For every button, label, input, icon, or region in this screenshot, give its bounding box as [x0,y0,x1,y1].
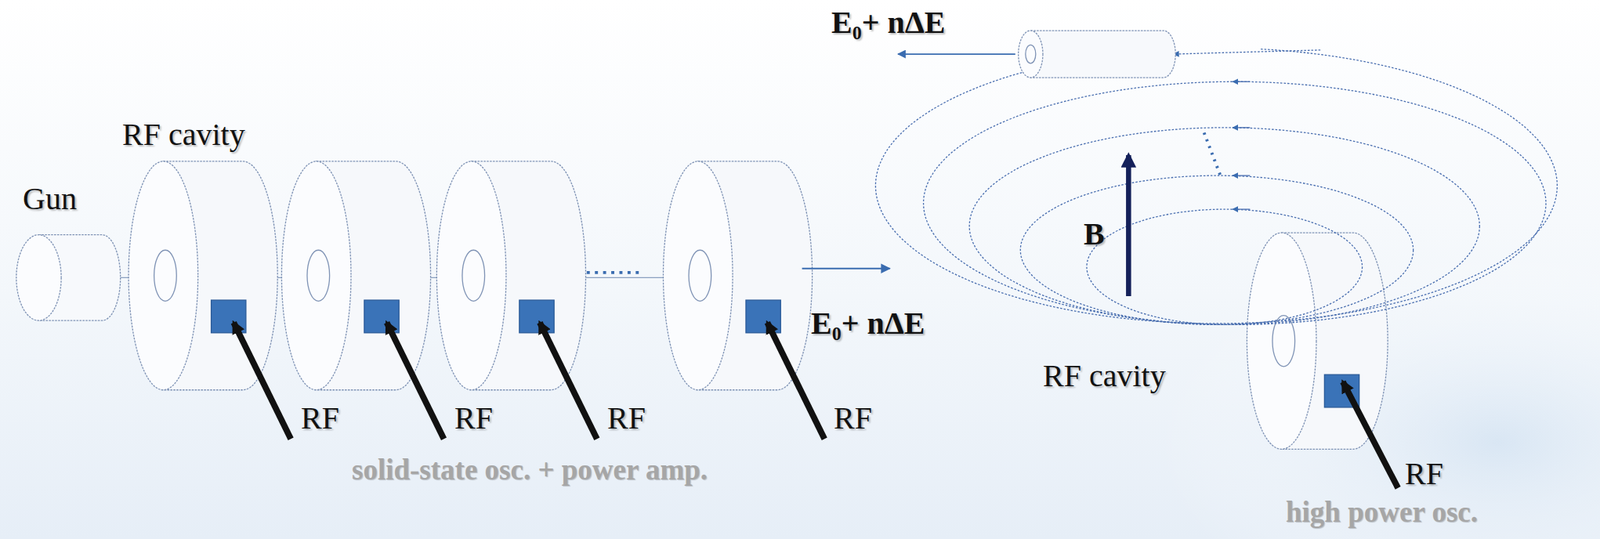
rf-cavity [128,161,278,391]
part-label: RF [833,401,873,436]
part-label: RF [607,401,646,436]
rf-cavity [281,161,431,391]
part-label: RF [1404,456,1444,492]
caption-note: high power osc. [1285,496,1478,529]
part-label: RF cavity [1042,358,1166,394]
rf-cavity [1246,232,1388,449]
extraction-tube [1018,30,1177,78]
part-label: E₀+ nΔE [831,5,945,40]
part-label: RF [454,401,493,436]
rf-cavity [436,161,586,391]
part-label: E₀+ nΔE [810,306,925,341]
part-label: RF cavity [122,117,246,153]
rf-cavity [662,161,812,391]
part-label: RF [300,401,340,436]
gun [16,235,121,321]
part-label: B [1083,217,1105,252]
caption-note: solid-state osc. + power amp. [351,454,708,487]
part-label: Gun [22,181,77,217]
